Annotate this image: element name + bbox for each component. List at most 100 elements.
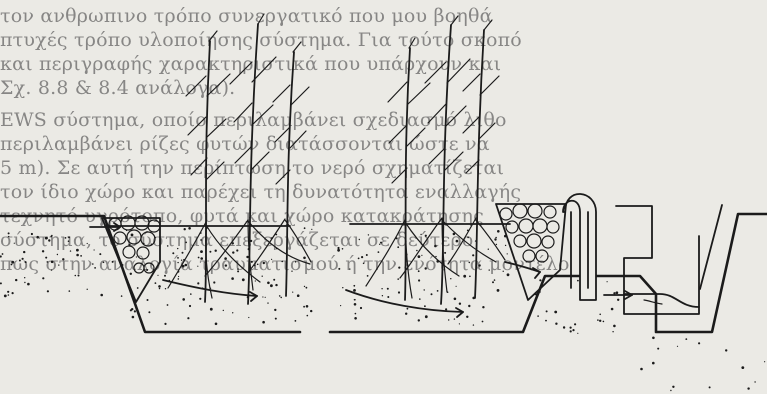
soil-dot — [599, 320, 601, 322]
soil-dot — [354, 303, 357, 306]
soil-dot — [147, 299, 149, 301]
soil-dot — [80, 255, 82, 257]
soil-dot — [19, 260, 21, 262]
soil-dot — [112, 261, 114, 263]
soil-dot — [130, 273, 132, 275]
soil-dot — [7, 291, 9, 293]
soil-dot — [349, 268, 350, 269]
soil-dot — [310, 310, 312, 312]
soil-dot — [100, 294, 103, 297]
soil-dot — [68, 236, 70, 238]
soil-dot — [159, 288, 160, 289]
soil-dot — [607, 281, 608, 282]
soil-dot — [398, 267, 400, 269]
soil-dot — [177, 262, 178, 263]
soil-dot — [130, 309, 132, 311]
soil-dot — [182, 252, 184, 254]
soil-dot — [246, 256, 248, 258]
soil-dot — [62, 258, 64, 260]
soil-dot — [232, 312, 233, 313]
left-reeds — [186, 14, 309, 304]
soil-dot — [210, 308, 213, 311]
soil-dot — [563, 326, 565, 328]
soil-dot — [251, 261, 253, 263]
soil-dot — [503, 271, 504, 272]
soil-dot — [367, 275, 369, 277]
soil-dot — [337, 247, 339, 249]
soil-dot — [164, 323, 166, 325]
soil-dot — [25, 261, 27, 263]
soil-dot — [248, 317, 249, 318]
soil-dot — [747, 387, 749, 389]
soil-dot — [456, 240, 459, 243]
soil-dot — [157, 275, 158, 276]
soil-dot — [4, 295, 7, 298]
soil-dot — [434, 245, 437, 248]
soil-dot — [613, 325, 616, 328]
soil-dot — [136, 256, 137, 257]
soil-dot — [617, 299, 619, 301]
soil-dot — [698, 342, 700, 344]
soil-dot — [262, 321, 265, 324]
soil-dot — [603, 321, 605, 323]
soil-dot — [445, 308, 447, 310]
soil-dot — [303, 306, 305, 308]
soil-dot — [469, 262, 471, 264]
soil-dot — [539, 279, 541, 281]
soil-dot — [231, 277, 234, 280]
soil-dot — [424, 289, 425, 290]
soil-dot — [421, 255, 422, 256]
soil-dot — [378, 251, 380, 253]
soil-dot — [45, 257, 47, 259]
soil-dot — [200, 250, 203, 253]
soil-dot — [507, 273, 510, 276]
soil-dot — [355, 313, 357, 315]
soil-dot — [237, 268, 239, 270]
soil-dot — [275, 318, 277, 320]
soil-dot — [8, 294, 10, 296]
soil-dot — [225, 264, 227, 266]
soil-dot — [199, 298, 201, 300]
soil-dot — [353, 289, 356, 292]
soil-dot — [361, 256, 363, 258]
soil-dot — [546, 310, 548, 312]
soil-dot — [652, 337, 655, 340]
soil-dot — [190, 293, 192, 295]
soil-dot — [24, 277, 25, 278]
soil-dot — [570, 330, 572, 332]
soil-dot — [368, 234, 369, 235]
soil-dot — [459, 323, 460, 324]
soil-dot — [599, 314, 601, 316]
soil-dot — [8, 236, 9, 237]
soil-dot — [178, 278, 180, 280]
soil-dot — [297, 294, 300, 297]
soil-dot — [24, 282, 25, 283]
soil-dot — [262, 296, 263, 297]
soil-dot — [360, 307, 362, 309]
soil-dot — [187, 317, 189, 319]
soil-dot — [271, 259, 272, 260]
soil-dot — [177, 257, 179, 259]
soil-dot — [468, 305, 470, 307]
soil-dot — [78, 275, 80, 277]
soil-dot — [741, 366, 744, 369]
soil-dot — [237, 270, 239, 272]
soil-dot — [164, 275, 166, 277]
soil-dot — [418, 270, 420, 272]
soil-dot — [418, 319, 420, 321]
ground-inner-line — [106, 224, 510, 226]
soil-dot — [57, 254, 58, 255]
soil-dot — [158, 285, 161, 288]
soil-dot — [47, 261, 49, 263]
soil-dot — [497, 289, 500, 292]
soil-dot — [232, 251, 234, 253]
soil-dot — [255, 280, 256, 281]
soil-dot — [76, 249, 79, 252]
soil-dot — [425, 315, 428, 318]
soil-dot — [379, 244, 380, 245]
soil-dot — [262, 276, 263, 277]
soil-dot — [209, 251, 211, 253]
soil-dot — [306, 287, 308, 289]
